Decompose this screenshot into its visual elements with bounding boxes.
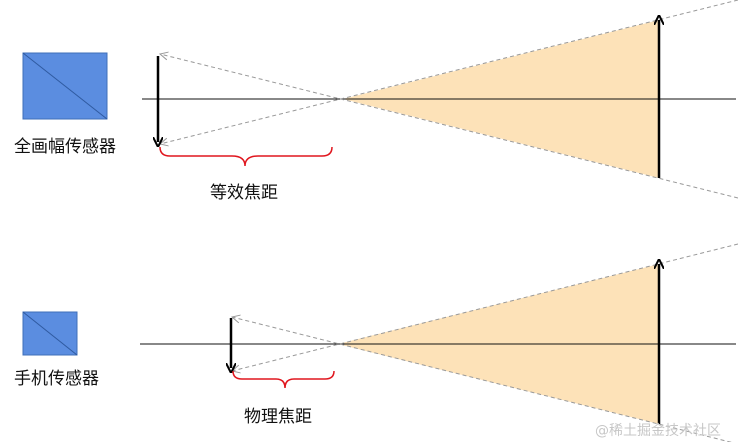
full-frame-sensor-diagonal [22, 52, 108, 120]
equivalent-focal-label: 等效焦距 [210, 183, 278, 203]
full-frame-diagram [22, 0, 738, 199]
bottom-ray-upper [232, 243, 738, 371]
equivalent-focal-bracket [159, 146, 333, 167]
watermark: @稀土掘金技术社区 [595, 423, 721, 439]
top-ray-upper [160, 0, 738, 144]
bottom-ray-lower [232, 317, 733, 442]
physical-focal-bracket [232, 370, 335, 389]
phone-sensor-diagonal [22, 311, 78, 356]
full-frame-sensor-label: 全画幅传感器 [14, 137, 116, 157]
phone-sensor-label: 手机传感器 [14, 369, 99, 389]
physical-focal-label: 物理焦距 [244, 407, 312, 427]
phone-diagram [22, 243, 738, 442]
top-ray-lower [160, 54, 738, 199]
